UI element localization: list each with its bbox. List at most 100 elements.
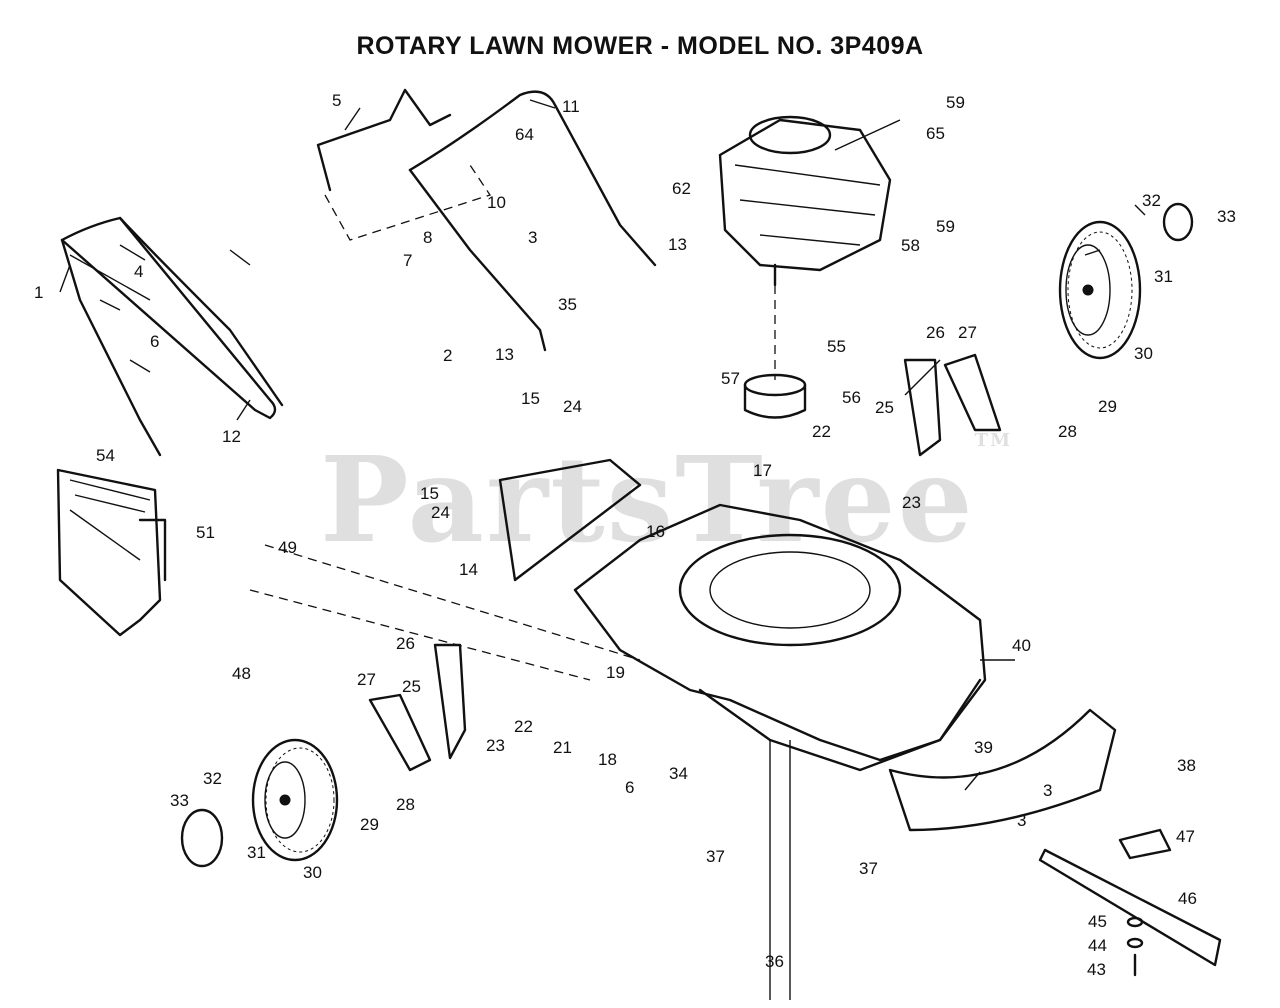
part-number-label: 28 xyxy=(1058,422,1077,441)
part-number-label: 6 xyxy=(625,778,634,797)
part-number-label: 6 xyxy=(150,332,159,351)
part-number-label: 4 xyxy=(134,262,143,281)
part-number-label: 31 xyxy=(1154,267,1173,286)
grass-bag-part xyxy=(56,468,167,637)
part-number-label: 26 xyxy=(926,323,945,342)
blade-bolt-stack-part xyxy=(1126,916,1144,977)
part-number-label: 44 xyxy=(1088,936,1107,955)
part-number-label: 19 xyxy=(606,663,625,682)
diagram-title: ROTARY LAWN MOWER - MODEL NO. 3P409A xyxy=(356,32,924,60)
part-number-label: 7 xyxy=(403,251,412,270)
discharge-deflector-part xyxy=(888,708,1117,832)
part-number-label: 8 xyxy=(423,228,432,247)
height-lever-right-part xyxy=(903,358,942,457)
part-number-label: 64 xyxy=(515,125,534,144)
part-number-label: 49 xyxy=(278,538,297,557)
part-number-label: 48 xyxy=(232,664,251,683)
part-number-label: 62 xyxy=(672,179,691,198)
part-number-label: 40 xyxy=(1012,636,1031,655)
lower-handle-part xyxy=(60,216,284,457)
control-cable-part xyxy=(316,88,452,192)
part-number-label: 25 xyxy=(875,398,894,417)
alignment-line xyxy=(264,544,641,661)
axle-bracket-left-part xyxy=(368,693,432,772)
part-number-label: 29 xyxy=(360,815,379,834)
rear-baffle-part xyxy=(498,458,642,582)
part-number-label: 47 xyxy=(1176,827,1195,846)
part-number-label: 22 xyxy=(812,422,831,441)
alignment-line xyxy=(249,589,591,681)
part-number-label: 32 xyxy=(203,769,222,788)
part-number-label: 45 xyxy=(1088,912,1107,931)
part-number-label: 32 xyxy=(1142,191,1161,210)
part-number-label: 29 xyxy=(1098,397,1117,416)
part-number-label: 11 xyxy=(562,97,580,116)
part-number-label: 21 xyxy=(553,738,572,757)
part-number-label: 33 xyxy=(1217,207,1236,226)
rear-wheel-part xyxy=(1058,220,1142,360)
part-number-label: 33 xyxy=(170,791,189,810)
part-number-label: 57 xyxy=(721,369,740,388)
part-number-label: 56 xyxy=(842,388,861,407)
part-number-label: 3 xyxy=(1043,781,1052,800)
part-number-label: 34 xyxy=(669,764,688,783)
part-number-label: 2 xyxy=(443,346,452,365)
part-number-label: 24 xyxy=(563,397,582,416)
part-number-label: 13 xyxy=(495,345,514,364)
part-number-label: 59 xyxy=(936,217,955,236)
leader-lines xyxy=(59,99,1146,791)
part-number-label: 30 xyxy=(303,863,322,882)
part-number-label: 27 xyxy=(357,670,376,689)
part-number-label: 10 xyxy=(487,193,506,212)
part-number-label: 54 xyxy=(96,446,115,465)
part-number-label: 16 xyxy=(646,522,665,541)
part-number-label: 39 xyxy=(974,738,993,757)
mower-deck-part xyxy=(573,503,987,1000)
part-number-label: 28 xyxy=(396,795,415,814)
engine-part xyxy=(718,115,892,380)
part-number-label: 1 xyxy=(34,283,43,302)
part-number-label: 25 xyxy=(402,677,421,696)
front-wheel-part xyxy=(251,738,339,862)
part-number-label: 37 xyxy=(706,847,725,866)
part-number-label: 14 xyxy=(459,560,478,579)
part-number-label: 59 xyxy=(946,93,965,112)
part-number-labels: 1233345667810111213131415151617181921222… xyxy=(34,91,1236,979)
part-number-label: 51 xyxy=(196,523,215,542)
part-number-label: 37 xyxy=(859,859,878,878)
part-number-label: 31 xyxy=(247,843,266,862)
hubcap-left-part xyxy=(180,808,224,868)
part-number-label: 65 xyxy=(926,124,945,143)
mower-blade-part xyxy=(1038,848,1222,967)
blade-adapter-part xyxy=(743,373,807,419)
part-number-label: 46 xyxy=(1178,889,1197,908)
upper-handle-part xyxy=(324,90,657,352)
part-number-label: 38 xyxy=(1177,756,1196,775)
part-number-label: 12 xyxy=(222,427,241,446)
part-number-label: 24 xyxy=(431,503,450,522)
part-number-label: 15 xyxy=(420,484,439,503)
part-number-label: 30 xyxy=(1134,344,1153,363)
part-number-label: 18 xyxy=(598,750,617,769)
part-number-label: 55 xyxy=(827,337,846,356)
part-number-label: 5 xyxy=(332,91,341,110)
part-number-label: 3 xyxy=(528,228,537,247)
part-number-label: 43 xyxy=(1087,960,1106,979)
part-number-label: 35 xyxy=(558,295,577,314)
part-number-label: 15 xyxy=(521,389,540,408)
part-number-label: 36 xyxy=(765,952,784,971)
part-number-label: 3 xyxy=(1017,811,1026,830)
axle-bracket-right-part xyxy=(943,353,1002,432)
part-number-label: 26 xyxy=(396,634,415,653)
height-lever-left-part xyxy=(433,643,467,760)
part-number-label: 13 xyxy=(668,235,687,254)
part-number-label: 22 xyxy=(514,717,533,736)
part-number-label: 17 xyxy=(753,461,772,480)
hubcap-right-part xyxy=(1162,202,1194,242)
part-number-label: 27 xyxy=(958,323,977,342)
part-number-label: 23 xyxy=(486,736,505,755)
blade-adapter-plate-part xyxy=(1118,828,1172,860)
part-number-label: 58 xyxy=(901,236,920,255)
